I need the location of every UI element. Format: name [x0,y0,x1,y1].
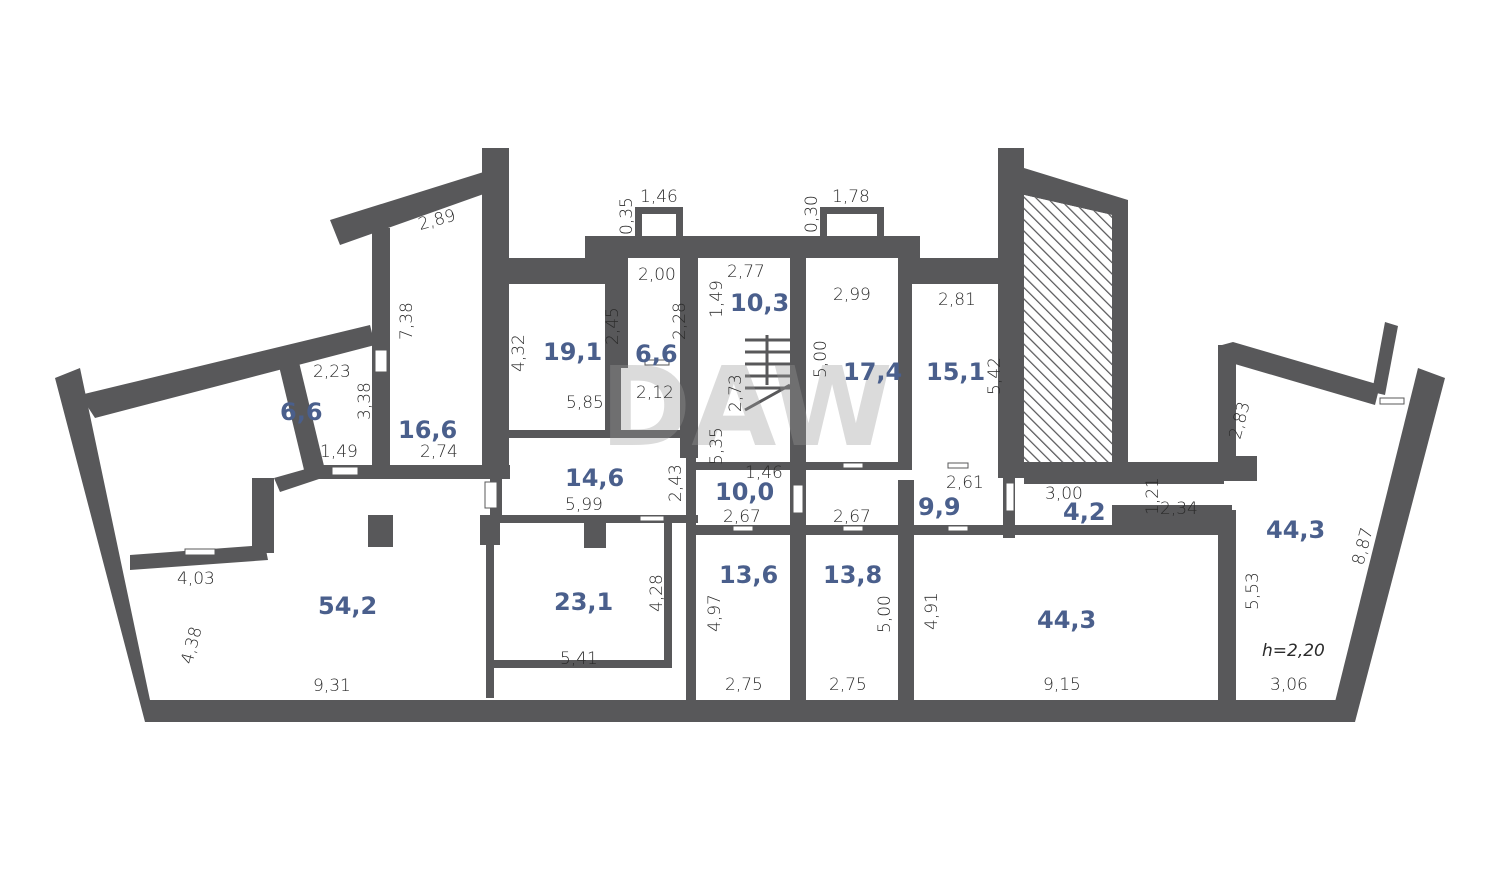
svg-text:DAW: DAW [600,343,893,471]
dim: 2,67 [723,507,761,527]
dim: 2,74 [420,442,458,462]
dim: 1,78 [832,187,870,207]
area-r14: 13,6 [719,561,778,589]
watermark: DAW [600,343,893,471]
dim: 2,34 [1160,499,1198,519]
area-r6: 10,3 [730,289,789,317]
dim: 4,03 [177,569,215,589]
stairs [744,335,791,412]
area-r8: 15,1 [926,358,985,386]
dim: 5,53 [1243,572,1263,610]
area-r17: 44,3 [1266,516,1325,544]
dim: 4,28 [647,574,667,612]
dim: 5,42 [985,357,1005,395]
dim: 9,31 [313,676,351,696]
dim: 2,81 [938,290,976,310]
dim: 5,00 [875,595,895,633]
dim: 5,99 [565,495,603,515]
dim: 4,97 [705,594,725,632]
dim: 0,30 [802,195,822,233]
dim: 2,75 [725,675,763,695]
dim: 3,06 [1270,675,1308,695]
dim: 0,35 [617,197,637,235]
dim: 2,28 [670,302,690,340]
area-r1: 54,2 [318,592,377,620]
dim: 1,49 [320,442,358,462]
area-r5: 6,6 [635,340,678,368]
dim: 4,38 [178,625,207,667]
dim: 7,38 [397,302,417,340]
dim: 1,46 [745,463,783,483]
dim: 2,77 [727,262,765,282]
area-r11: 9,9 [918,493,961,521]
dim: 2,45 [603,307,623,345]
dim: 4,32 [509,334,529,372]
area-r9: 14,6 [565,464,624,492]
area-r10: 10,0 [715,478,774,506]
dim: 2,73 [726,374,746,412]
dim: 1,21 [1143,477,1163,515]
area-r3: 16,6 [398,416,457,444]
dim: 2,12 [636,383,674,403]
dim: 2,75 [829,675,867,695]
dim: 5,85 [566,393,604,413]
dim: 5,00 [811,340,831,378]
area-r7: 17,4 [843,358,902,386]
dim: 2,67 [833,507,871,527]
dim: 5,35 [707,427,727,465]
dim: 9,15 [1043,675,1081,695]
walls [55,148,1445,722]
dim: 2,43 [666,464,686,502]
area-r13: 23,1 [554,588,613,616]
dim: 2,99 [833,285,871,305]
dim: 3,00 [1045,484,1083,504]
dim: 2,00 [638,265,676,285]
area-labels: 54,2 6,6 16,6 19,1 6,6 10,3 17,4 15,1 14… [280,289,1325,634]
dim: 1,49 [707,280,727,318]
dim: 1,46 [640,187,678,207]
area-r4: 19,1 [543,338,602,366]
area-r12: 4,2 [1063,498,1106,526]
dim: 5,41 [560,649,598,669]
area-r16: 44,3 [1037,606,1096,634]
dim: 4,91 [922,592,942,630]
dim: 2,61 [946,473,984,493]
area-r15: 13,8 [823,561,882,589]
ceiling-height-note: h=2,20 [1262,641,1325,661]
area-r2: 6,6 [280,398,323,426]
dim: 3,38 [355,382,375,420]
dim: 2,23 [313,362,351,382]
